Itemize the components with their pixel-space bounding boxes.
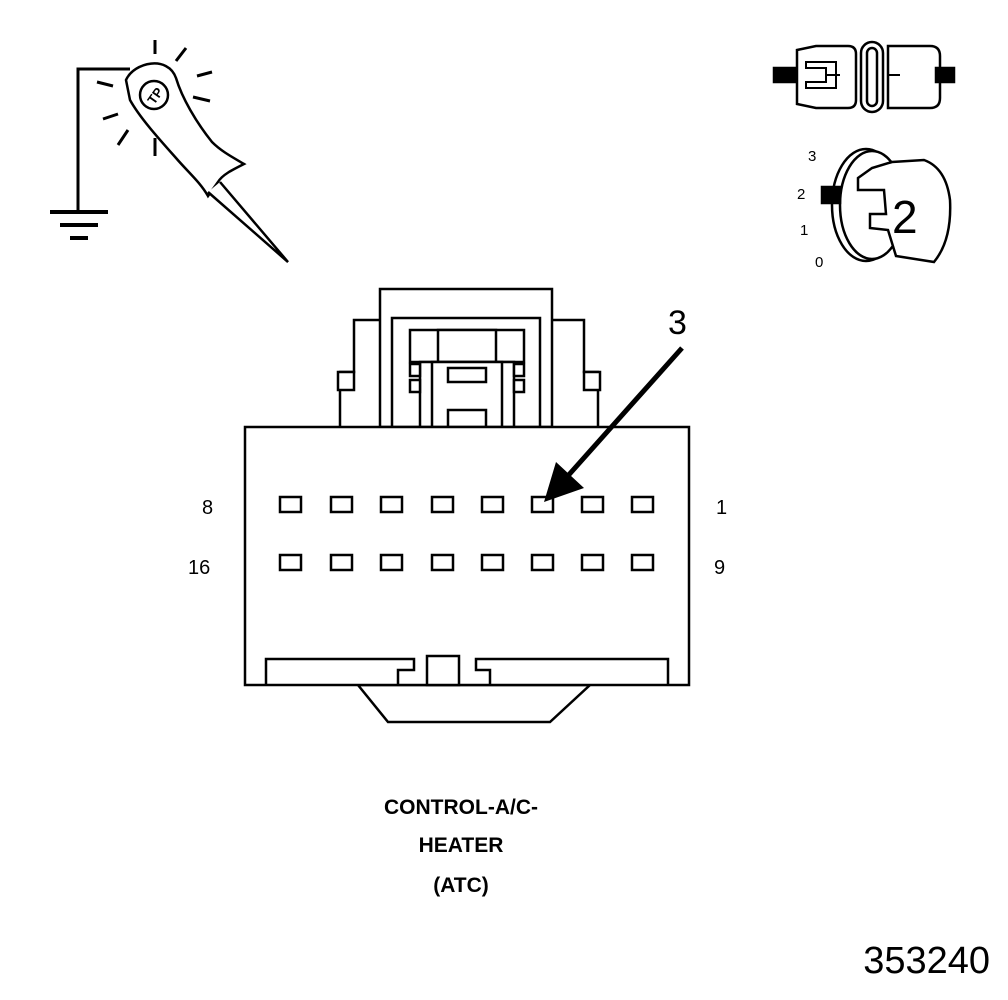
cavity-2 [580,495,605,514]
cavity-4 [480,495,505,514]
ignition-key-icon [820,147,952,264]
ground-symbol-icon [50,210,108,240]
cavity-7 [329,495,354,514]
ignition-key-number: 2 [892,191,918,243]
cavity-8 [278,495,303,514]
cavity-13 [430,553,455,572]
connector-disconnected-icon [772,40,956,114]
ignition-position-1: 1 [800,222,809,239]
ignition-position-3: 3 [808,148,817,165]
pin-label-9: 9 [714,557,726,579]
cavity-6 [379,495,404,514]
caption-line-1: CONTROL-A/C- [384,796,538,819]
pin-label-8: 8 [202,497,214,519]
pin-label-1: 1 [716,497,728,519]
test-light-probe-icon: TP [50,40,289,263]
cavity-14 [379,553,404,572]
caption-line-2: HEATER [418,834,504,857]
callout-number: 3 [668,304,687,342]
figure-number: 353240 [863,940,990,982]
ignition-position-0: 0 [815,254,824,271]
cavity-11 [530,553,555,572]
callout-arrow [544,346,684,502]
cavity-5 [430,495,455,514]
cavity-10 [580,553,605,572]
ignition-position-2: 2 [797,186,806,203]
cavity-9 [630,553,655,572]
cavity-1 [630,495,655,514]
cavity-12 [480,553,505,572]
caption-line-3: (ATC) [433,874,489,897]
pin-label-16: 16 [188,557,211,579]
cavity-3 [530,495,555,514]
connector-housing [243,287,691,724]
cavity-16 [278,553,303,572]
cavity-15 [329,553,354,572]
terminal-cavities [278,495,655,572]
